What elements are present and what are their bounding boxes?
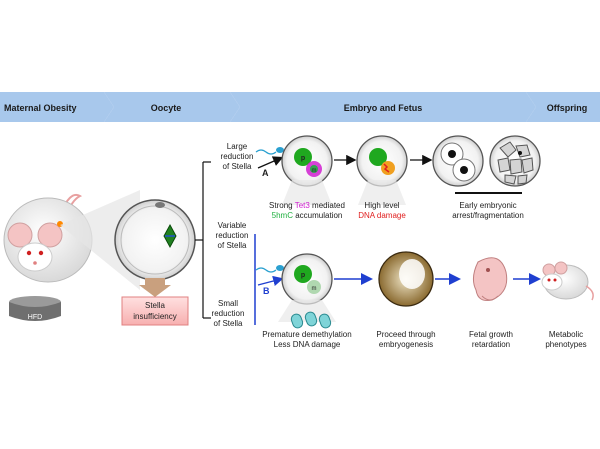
sperm-a-icon bbox=[255, 149, 277, 155]
zygote-a-5hmc bbox=[310, 165, 318, 173]
path-a: A p m bbox=[255, 135, 541, 220]
branch-large-2: reduction bbox=[221, 152, 254, 161]
zygote-a-p-label: p bbox=[301, 155, 305, 162]
branch-large-3: of Stella bbox=[223, 162, 252, 171]
down-arrow bbox=[139, 278, 171, 297]
caption-a1-line1: Strong Tet3 mediated bbox=[269, 201, 345, 210]
polar-body bbox=[155, 202, 165, 208]
oocyte bbox=[114, 199, 196, 281]
offspring-eye-right bbox=[553, 278, 557, 282]
caption-a3-line2: arrest/fragmentation bbox=[452, 211, 524, 220]
stage-chevron-oocyte bbox=[104, 92, 240, 122]
offspring-eye-left bbox=[547, 278, 551, 282]
stage-label-oocyte: Oocyte bbox=[151, 103, 182, 113]
oocyte-cell bbox=[114, 199, 196, 281]
fetus-body bbox=[472, 257, 508, 301]
fetus bbox=[472, 257, 508, 301]
offspring-mouse bbox=[541, 261, 594, 301]
stage-label-embryo-fetus: Embryo and Fetus bbox=[344, 103, 423, 113]
zygote-b-pronucleus-p bbox=[294, 265, 312, 283]
offspring-ear-right bbox=[554, 261, 568, 275]
blastocoel bbox=[399, 259, 425, 289]
branch-small-2: reduction bbox=[212, 309, 245, 318]
offspring-tail bbox=[585, 285, 594, 301]
zygote-b-pronucleus-m bbox=[307, 280, 321, 294]
dish-top bbox=[9, 296, 61, 308]
zygote-b-m-label: m bbox=[312, 286, 317, 292]
stella-label-2: insufficiency bbox=[133, 312, 176, 321]
zygote-a-pronucleus-p bbox=[294, 148, 312, 166]
sperm-a-head bbox=[276, 147, 284, 153]
caption-b4-line2: phenotypes bbox=[545, 340, 586, 349]
caption-b1-line2: Less DNA damage bbox=[274, 340, 341, 349]
branch-large-1: Large bbox=[227, 142, 248, 151]
mouse-head bbox=[17, 242, 53, 272]
stage-label-maternal-obesity: Maternal Obesity bbox=[4, 103, 77, 113]
caption-b3-line1: Fetal growth bbox=[469, 330, 513, 339]
caption-a2-line1: High level bbox=[364, 201, 399, 210]
oocyte-zona bbox=[120, 205, 190, 275]
sperm-b-head bbox=[276, 265, 284, 271]
mouse-eye-right bbox=[38, 250, 44, 256]
path-b: B p m bbox=[255, 251, 594, 349]
obese-mouse bbox=[3, 193, 93, 283]
caption-b2-line2: embryogenesis bbox=[379, 340, 433, 349]
caption-b1-line1: Premature demethylation bbox=[262, 330, 351, 339]
zygote-damage-pronucleus bbox=[369, 148, 387, 166]
branch-variable-2: reduction bbox=[216, 231, 249, 240]
caption-b2-line1: Proceed through bbox=[376, 330, 435, 339]
blastomere-1-nucleus bbox=[448, 150, 456, 158]
zoom-cone bbox=[60, 190, 140, 290]
mouse-eye-left bbox=[26, 250, 32, 256]
caption-b4-line1: Metabolic bbox=[549, 330, 583, 339]
dna-strand-icons bbox=[290, 311, 332, 329]
branch-variable-1: Variable bbox=[218, 221, 247, 230]
path-b-marker: B bbox=[263, 286, 270, 296]
mouse-nose bbox=[33, 261, 37, 265]
zygote-a-cone bbox=[282, 180, 332, 205]
caption-a2-line2: DNA damage bbox=[358, 211, 406, 220]
caption-a3-line1: Early embryonic bbox=[459, 201, 516, 210]
zygote-damage-m bbox=[381, 161, 395, 175]
offspring-head bbox=[541, 273, 563, 291]
fragments bbox=[497, 141, 534, 185]
branch-small-1: Small bbox=[218, 299, 238, 308]
stage-label-offspring: Offspring bbox=[547, 103, 588, 113]
hfd-dish: HFD bbox=[9, 296, 61, 321]
branch-variable-3: of Stella bbox=[218, 241, 247, 250]
path-b-entry-arrow bbox=[257, 275, 284, 287]
branch-small-3: of Stella bbox=[214, 319, 243, 328]
stella-box bbox=[121, 296, 189, 326]
hfd-label: HFD bbox=[28, 314, 42, 321]
path-a-entry-arrow bbox=[257, 156, 284, 169]
sperm-b-icon bbox=[255, 267, 277, 273]
stage-chevron-embryo bbox=[230, 92, 536, 122]
stella-insufficiency-box: Stella insufficiency bbox=[121, 296, 189, 326]
caption-a1-line2: 5hmC accumulation bbox=[272, 211, 343, 220]
branch-labels: Large reduction of Stella Variable reduc… bbox=[212, 142, 254, 328]
path-a-marker: A bbox=[262, 168, 269, 178]
stage-chevron-offspring bbox=[526, 92, 600, 122]
stage-chevron-maternal-obesity bbox=[0, 92, 114, 122]
stella-label-1: Stella bbox=[145, 301, 166, 310]
dish-body bbox=[9, 302, 61, 321]
stage-banner: Maternal Obesity Oocyte Embryo and Fetus… bbox=[0, 92, 600, 122]
zygote-b-p-label: p bbox=[301, 272, 305, 279]
zygote-damage-cone bbox=[358, 180, 406, 205]
branch-bracket bbox=[195, 161, 211, 319]
caption-b3-line2: retardation bbox=[472, 340, 510, 349]
mouse-ear-left bbox=[7, 222, 33, 248]
mouse-ear-right bbox=[37, 222, 63, 248]
blastomere-2-nucleus bbox=[460, 166, 468, 174]
fetus-limb bbox=[481, 295, 499, 301]
fragment-nucleus bbox=[518, 151, 522, 155]
dna-damage-icon bbox=[383, 163, 390, 173]
zygote-a-m-label: m bbox=[312, 168, 317, 174]
fetus-eye bbox=[486, 268, 490, 272]
